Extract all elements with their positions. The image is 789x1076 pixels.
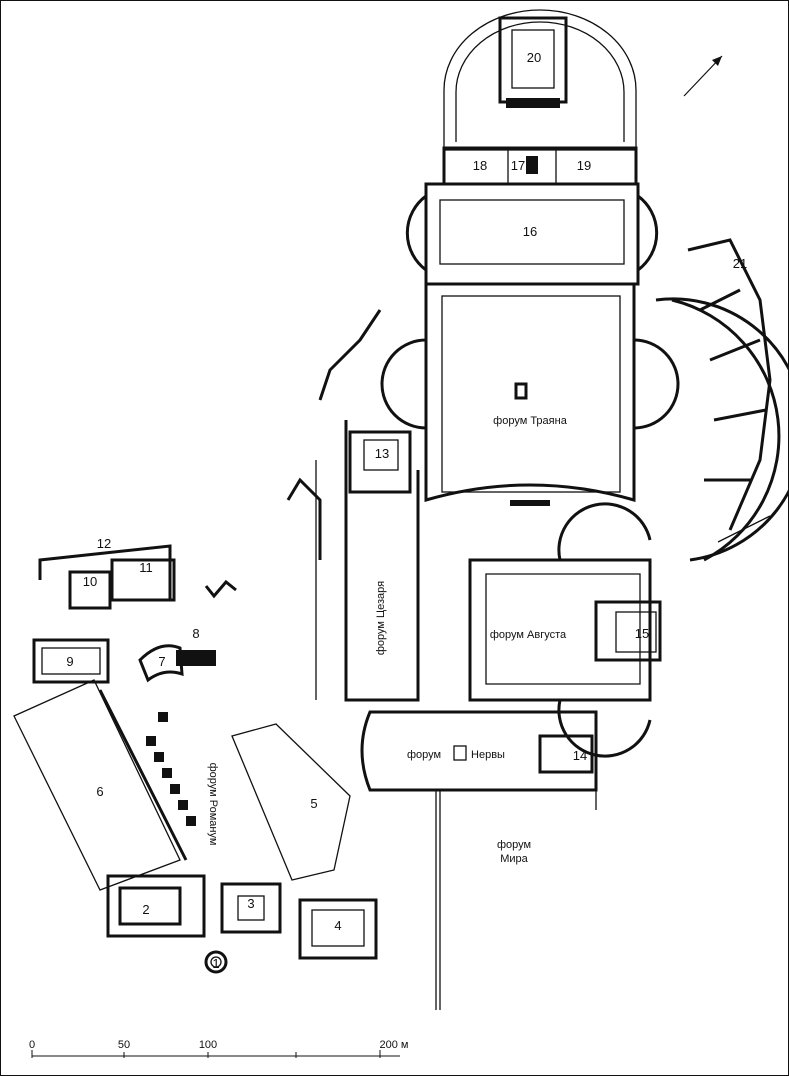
temple-venus-13 bbox=[348, 430, 412, 494]
label-forum-nerva-b: Нервы bbox=[471, 749, 505, 761]
num-21: 21 bbox=[733, 256, 747, 271]
forum-of-caesar bbox=[286, 309, 420, 702]
peace-walls bbox=[435, 790, 597, 1010]
num-15: 15 bbox=[635, 626, 649, 641]
forum-of-trajan bbox=[380, 284, 680, 506]
label-forum-caesar: форум Цезаря bbox=[375, 581, 387, 655]
num-1: 1 bbox=[212, 956, 219, 971]
num-6: 6 bbox=[96, 784, 103, 799]
forum-romanum bbox=[13, 544, 378, 974]
scale-bar: 0 50 100 200 м bbox=[29, 1039, 409, 1058]
scale-200: 200 м bbox=[380, 1039, 409, 1051]
label-forum-peace-a: форум bbox=[497, 839, 531, 851]
scale-50: 50 bbox=[118, 1039, 130, 1051]
num-2: 2 bbox=[142, 902, 149, 917]
monument-numbers: 1 2 3 4 5 6 7 8 9 10 11 12 13 14 15 16 1… bbox=[66, 50, 747, 971]
num-11: 11 bbox=[139, 560, 153, 575]
num-12: 12 bbox=[97, 536, 111, 551]
num-17: 17 bbox=[511, 158, 525, 173]
forum-labels: форум Траяна форум Цезаря форум Августа … bbox=[207, 415, 568, 865]
temple-of-trajan-20 bbox=[443, 9, 637, 151]
forum-of-nerva bbox=[360, 710, 598, 792]
label-forum-augustus: форум Августа bbox=[490, 629, 567, 641]
num-9: 9 bbox=[66, 654, 73, 669]
ruin-fragment bbox=[204, 579, 237, 599]
label-forum-trajan: форум Траяна bbox=[493, 415, 568, 427]
num-18: 18 bbox=[473, 158, 487, 173]
label-forum-nerva-a: форум bbox=[407, 749, 441, 761]
num-20: 20 bbox=[527, 50, 541, 65]
num-16: 16 bbox=[523, 224, 537, 239]
label-forum-romanum: форум Романум bbox=[207, 763, 219, 846]
num-19: 19 bbox=[577, 158, 591, 173]
num-7: 7 bbox=[158, 654, 165, 669]
num-3: 3 bbox=[247, 896, 254, 911]
num-4: 4 bbox=[334, 918, 341, 933]
basilica-ulpia-16 bbox=[405, 182, 659, 286]
scale-100: 100 bbox=[199, 1039, 217, 1051]
markets-of-trajan-21 bbox=[655, 238, 789, 562]
num-14: 14 bbox=[573, 748, 587, 763]
num-13: 13 bbox=[375, 446, 389, 461]
num-5: 5 bbox=[310, 796, 317, 811]
num-8: 8 bbox=[192, 626, 199, 641]
north-arrow bbox=[683, 55, 723, 97]
label-forum-peace-b: Мира bbox=[500, 853, 528, 865]
num-10: 10 bbox=[83, 574, 97, 589]
scale-0: 0 bbox=[29, 1039, 35, 1051]
